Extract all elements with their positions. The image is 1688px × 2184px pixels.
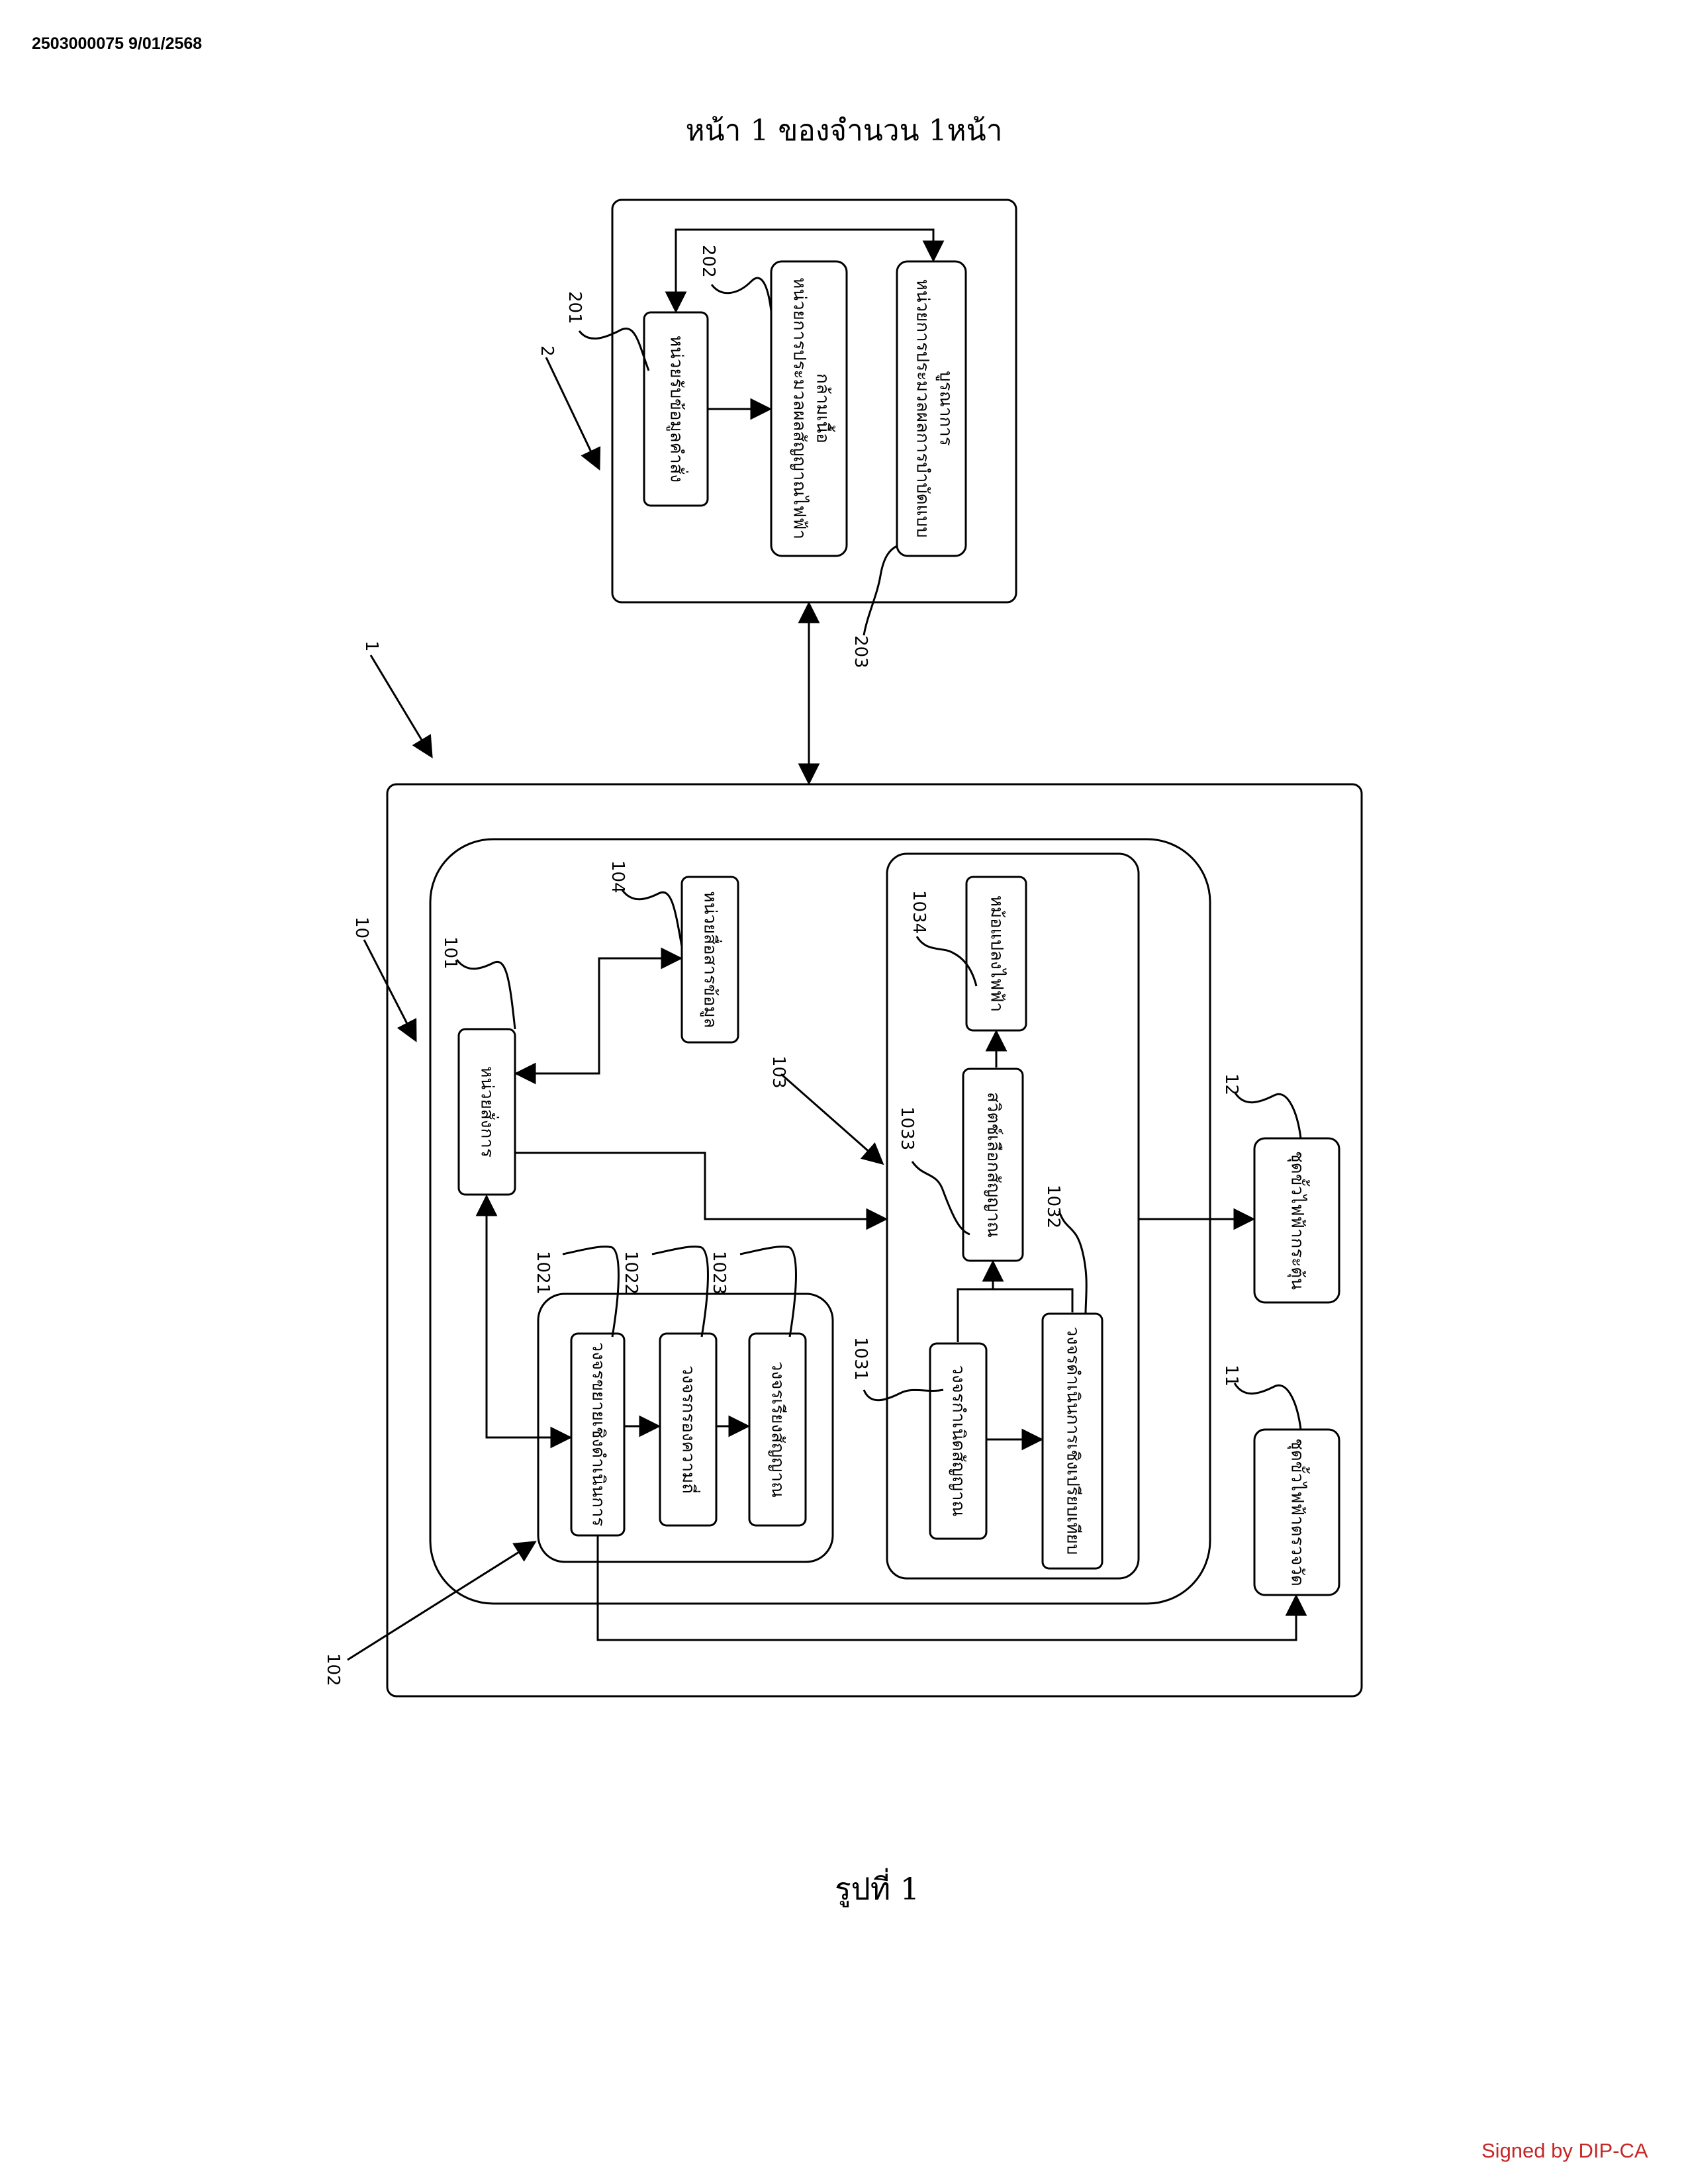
ref-2: 2 (537, 345, 557, 357)
block-1034-label: หม้อแปลงไฟฟ้า (987, 895, 1008, 1012)
block-203: หน่วยการประมวลผลการบำบัดแบบ บูรณาการ (897, 261, 966, 556)
block-202: หน่วยการประมวลผลสัญญาณไฟฟ้า กล้ามเนื้อ (771, 261, 847, 556)
leader-2 (546, 357, 599, 469)
link-101-to-1021 (487, 1197, 570, 1437)
ref-1022: 1022 (621, 1251, 641, 1295)
leader-10 (364, 940, 416, 1040)
block-1023-label: วงจรเรียงสัญญาณ (768, 1361, 788, 1498)
block-1032-label: วงจรดำเนินการเชิงเปรียบเทียบ (1063, 1327, 1083, 1555)
ref-101: 101 (440, 936, 460, 970)
ref-1031: 1031 (851, 1337, 870, 1381)
group-103-container (887, 854, 1139, 1578)
link-1031-branch (958, 1289, 1072, 1342)
leader-203 (864, 546, 897, 635)
block-1034: หม้อแปลงไฟฟ้า (966, 877, 1026, 1030)
block-202-label-line2: กล้ามเนื้อ (813, 373, 836, 443)
leader-103 (781, 1074, 882, 1163)
ref-1021: 1021 (533, 1251, 553, 1295)
block-11: ชุดขั้วไฟฟ้าตรวจวัด (1254, 1430, 1339, 1595)
leader-102 (348, 1542, 535, 1660)
block-201: หน่วยรับข้อมูลคำสั่ง (644, 312, 708, 506)
ref-203: 203 (851, 635, 870, 668)
block-1032: วงจรดำเนินการเชิงเปรียบเทียบ (1043, 1314, 1102, 1569)
leader-1022 (652, 1247, 708, 1337)
leader-1033 (912, 1161, 970, 1234)
block-12: ชุดขั้วไฟฟ้ากระตุ้น (1254, 1138, 1339, 1302)
block-202-label-line1: หน่วยการประมวลผลสัญญาณไฟฟ้า (790, 277, 810, 539)
block-1031-label: วงจรกำเนิดสัญญาณ (949, 1365, 968, 1516)
signature-text: Signed by DIP-CA (1481, 2139, 1648, 2163)
ref-201: 201 (565, 291, 585, 324)
block-1022: วงจรกรองความถี่ (660, 1334, 716, 1525)
block-1031: วงจรกำเนิดสัญญาณ (930, 1343, 986, 1539)
device-10-container (430, 839, 1210, 1604)
block-203-label-line1: หน่วยการประมวลผลการบำบัดแบบ (913, 279, 933, 538)
block-1033-label: สวิตช์เลือกสัญญาณ (984, 1092, 1004, 1238)
arrow-1021-to-11 (598, 1535, 1296, 1640)
ref-12: 12 (1221, 1073, 1241, 1095)
block-12-label: ชุดขั้วไฟฟ้ากระตุ้น (1288, 1151, 1311, 1290)
ref-202: 202 (698, 245, 718, 278)
block-1021-label: วงจรขยายเชิงดำเนินการ (588, 1342, 608, 1527)
ref-1: 1 (361, 641, 381, 652)
leader-201 (579, 328, 649, 371)
ref-1034: 1034 (909, 890, 929, 934)
leader-1023 (740, 1247, 796, 1337)
ref-11: 11 (1221, 1365, 1241, 1387)
leader-202 (712, 278, 771, 311)
system-1-container (387, 784, 1362, 1696)
leader-11 (1235, 1383, 1301, 1430)
ref-102: 102 (323, 1653, 343, 1686)
block-1022-label: วงจรกรองความถี่ (679, 1365, 701, 1494)
block-1021: วงจรขยายเชิงดำเนินการ (571, 1334, 624, 1535)
ref-1023: 1023 (709, 1251, 729, 1295)
leader-1 (371, 655, 432, 756)
block-11-label: ชุดขั้วไฟฟ้าตรวจวัด (1288, 1438, 1311, 1586)
ref-10: 10 (352, 917, 371, 938)
ref-1033: 1033 (897, 1107, 917, 1150)
leader-1031 (864, 1390, 943, 1400)
block-1033: สวิตช์เลือกสัญญาณ (963, 1069, 1023, 1261)
arrow-101-to-103 (515, 1153, 886, 1219)
block-104: หน่วยสื่อสารข้อมูล (682, 877, 738, 1042)
block-201-label: หน่วยรับข้อมูลคำสั่ง (667, 336, 689, 482)
link-101-to-104 (516, 958, 680, 1073)
block-101-label: หน่วยสั่งการ (477, 1066, 500, 1158)
leader-101 (457, 960, 515, 1029)
block-203-label-line2: บูรณาการ (936, 371, 956, 446)
block-104-label: หน่วยสื่อสารข้อมูล (700, 891, 723, 1028)
leader-1021 (563, 1247, 618, 1337)
block-101: หน่วยสั่งการ (459, 1029, 515, 1195)
leader-12 (1235, 1092, 1301, 1138)
ref-103: 103 (769, 1056, 788, 1089)
figure-caption: รูปที่ 1 (0, 1865, 1688, 1913)
ref-1032: 1032 (1043, 1185, 1063, 1228)
ref-104: 104 (608, 860, 628, 893)
block-1023: วงจรเรียงสัญญาณ (749, 1334, 806, 1525)
leader-104 (622, 890, 682, 946)
